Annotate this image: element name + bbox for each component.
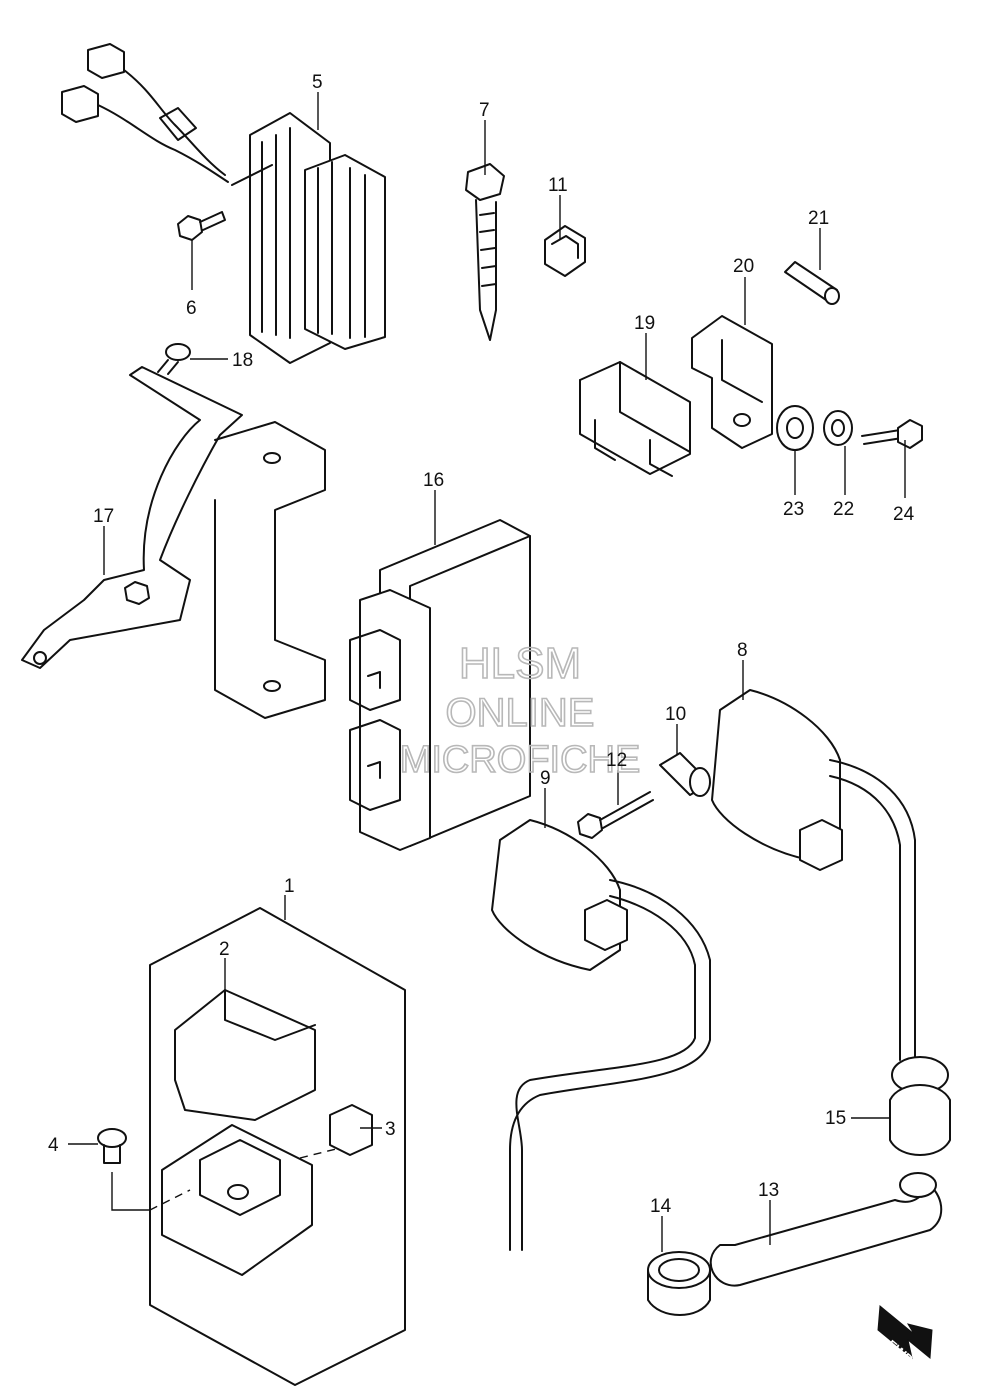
callout-21: 21: [808, 208, 829, 229]
screw-18: [157, 343, 191, 375]
callout-7: 7: [479, 100, 490, 121]
collar-22: [823, 410, 853, 446]
callout-4: 4: [48, 1135, 59, 1156]
callout-12: 12: [606, 750, 627, 771]
callout-6: 6: [186, 298, 197, 319]
callout-24: 24: [893, 504, 915, 525]
bolt-6: [177, 211, 226, 241]
plug-cap-15: [889, 1056, 951, 1156]
callout-8: 8: [737, 640, 748, 661]
ecm-16: [349, 519, 531, 851]
watermark-line-2: ONLINE: [446, 691, 595, 735]
forward-arrow-icon: FWD: [877, 1305, 933, 1367]
callout-22: 22: [833, 499, 854, 520]
callout-10: 10: [665, 704, 686, 725]
callout-15: 15: [825, 1108, 846, 1129]
watermark: HLSM ONLINE MICROFICHE: [399, 638, 641, 782]
callout-2: 2: [219, 939, 230, 960]
ignition-coil-8: [711, 689, 916, 1061]
clamp-11: [544, 225, 586, 277]
ignition-coil-9: [491, 819, 711, 1251]
bracket-20: [691, 315, 773, 449]
bracket-17: [21, 366, 326, 719]
watermark-line-1: HLSM: [459, 639, 581, 688]
cable-tie-7: [465, 163, 505, 341]
callout-19: 19: [634, 313, 655, 334]
bolt-12: [577, 791, 654, 839]
bolt-24: [861, 419, 923, 449]
leader-lines: [68, 92, 906, 1252]
starter-relay-assembly-1: [97, 907, 406, 1386]
grommet-23: [776, 405, 814, 451]
callout-13: 13: [758, 1180, 779, 1201]
callout-labels: 1 2 3 4 5 6 7 8 9 10 11 12 13 14 15 16 1…: [48, 72, 915, 1217]
relay-19: [579, 361, 691, 477]
ring-14: [647, 1251, 711, 1316]
plug-boot-13: [709, 1172, 943, 1287]
watermark-line-3: MICROFICHE: [400, 739, 641, 781]
callout-14: 14: [650, 1196, 672, 1217]
regulator-rectifier: [61, 43, 386, 364]
callout-20: 20: [733, 256, 754, 277]
callout-16: 16: [423, 470, 444, 491]
sleeve-21: [784, 261, 840, 305]
callout-1: 1: [284, 876, 295, 897]
callout-17: 17: [93, 506, 114, 527]
callout-3: 3: [385, 1119, 396, 1140]
callout-5: 5: [312, 72, 323, 93]
callout-18: 18: [232, 350, 253, 371]
callout-11: 11: [548, 175, 568, 196]
collar-10: [659, 752, 711, 797]
callout-9: 9: [540, 768, 551, 789]
callout-23: 23: [783, 499, 804, 520]
